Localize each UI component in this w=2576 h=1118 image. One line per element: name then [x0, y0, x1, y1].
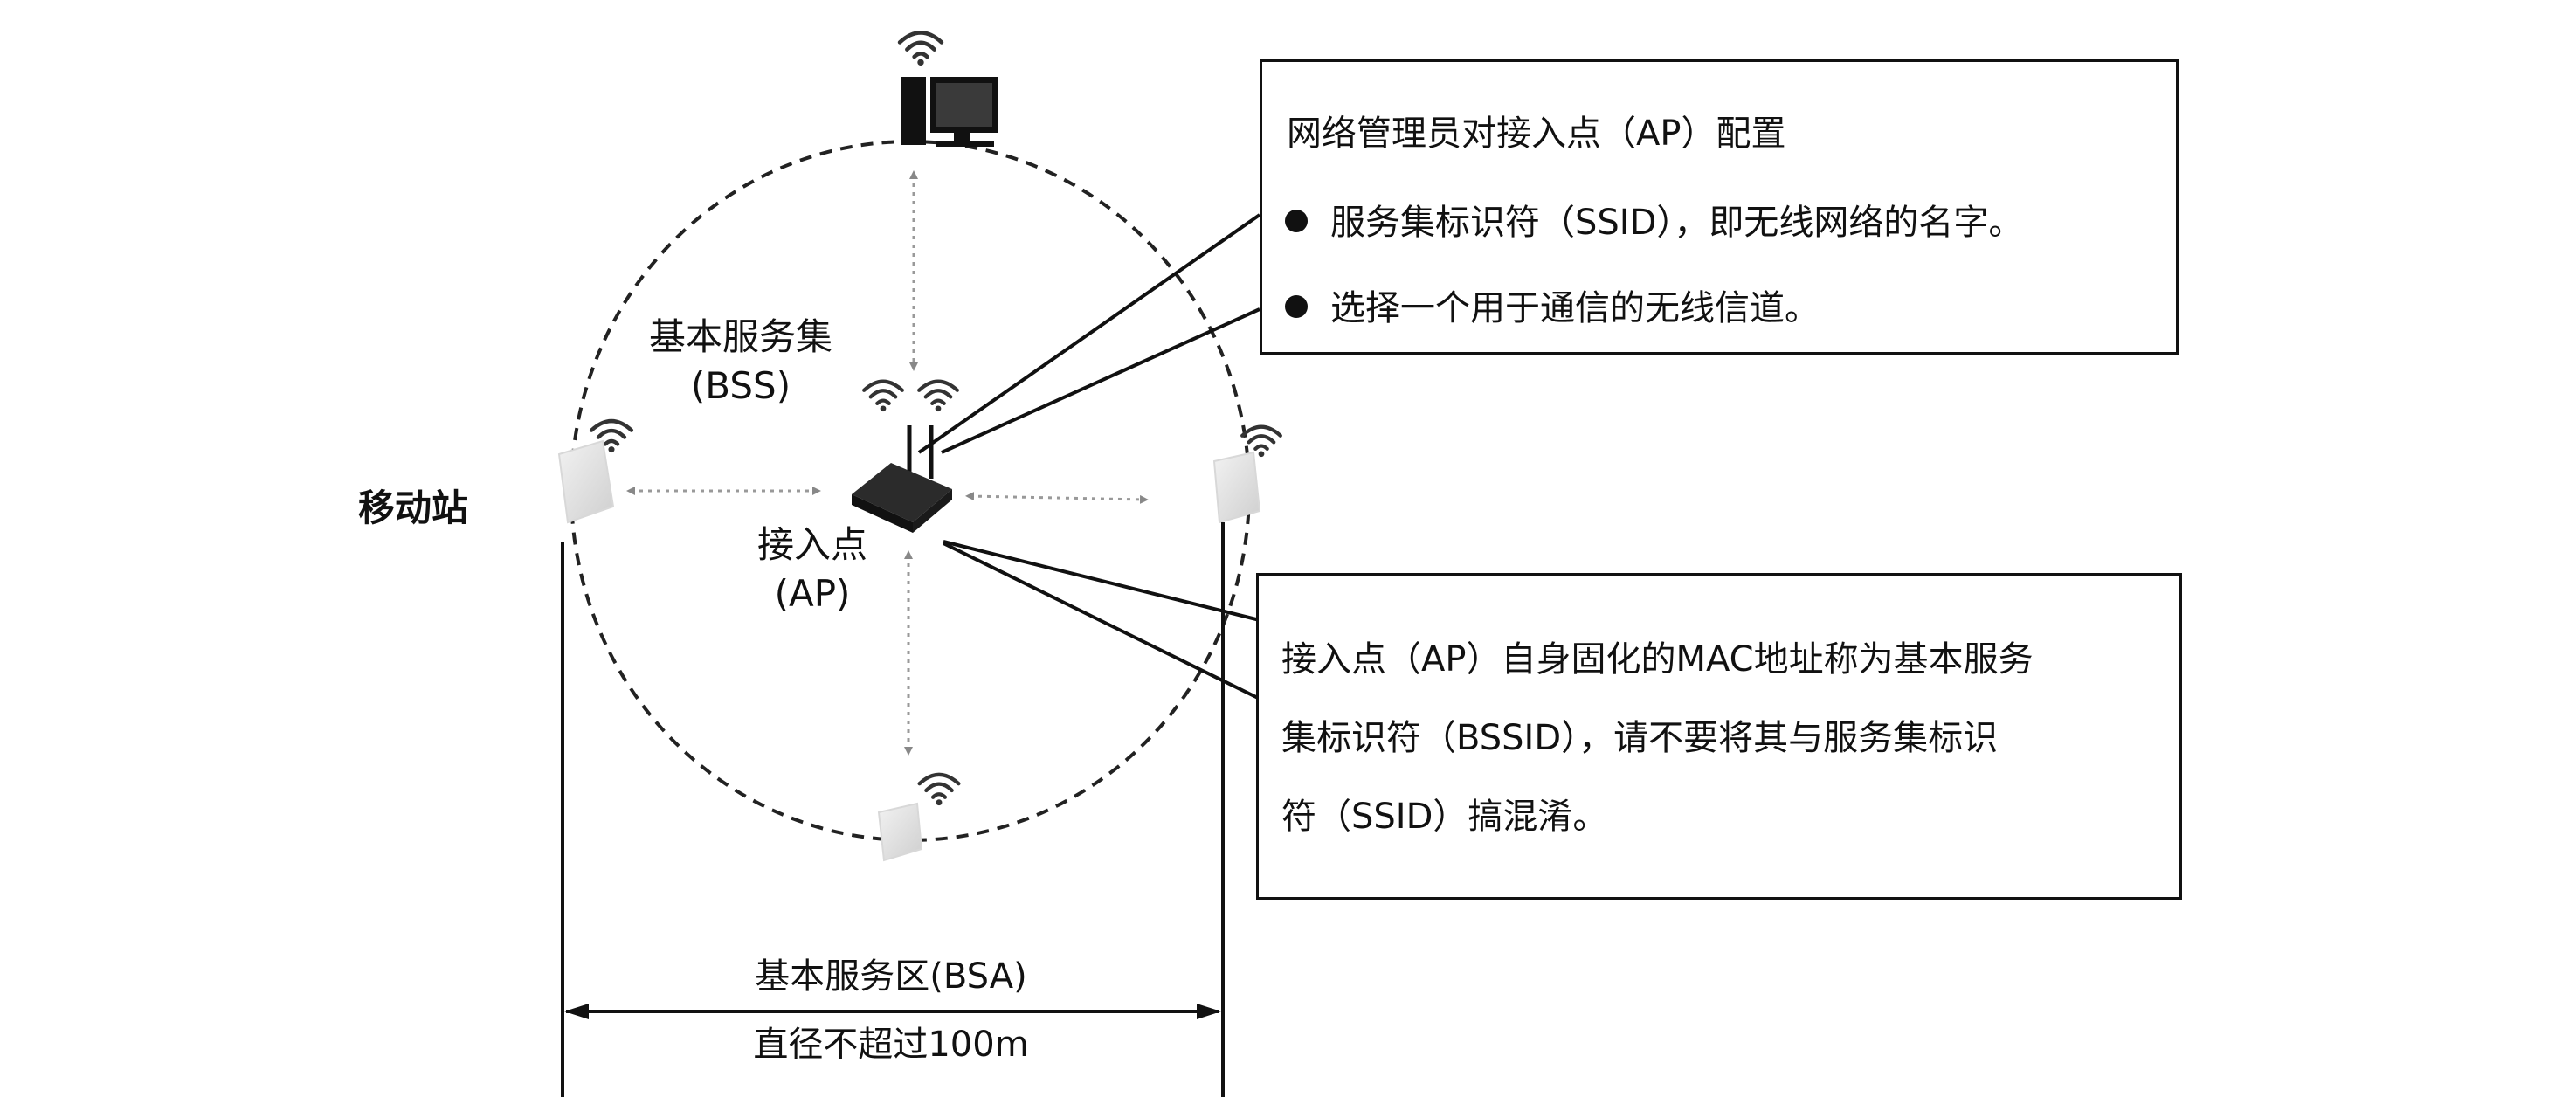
- link-right: [965, 492, 1149, 504]
- bss-title: 基本服务集: [648, 315, 832, 358]
- bssid-note-box: 接入点（AP）自身固化的MAC地址称为基本服务 集标识符（BSSID），请不要将…: [1256, 573, 2182, 900]
- config-item-channel: 选择一个用于通信的无线信道。: [1285, 291, 1820, 326]
- ap-title: 接入点: [756, 523, 867, 566]
- config-item-ssid: 服务集标识符（SSID），即无线网络的名字。: [1285, 205, 2023, 240]
- callout-lines: [917, 213, 1261, 700]
- bss-label: 基本服务集 (BSS): [636, 313, 846, 411]
- station-right-icon: [1212, 427, 1281, 524]
- bsa-diameter: 直径不超过100m: [753, 1025, 1029, 1065]
- config-heading: 网络管理员对接入点（AP）配置: [1287, 114, 1786, 154]
- router-icon: [852, 382, 957, 533]
- bullet-icon: [1285, 295, 1308, 318]
- ap-config-box: 网络管理员对接入点（AP）配置 服务集标识符（SSID），即无线网络的名字。 选…: [1260, 59, 2179, 355]
- bsa-label: 基本服务区(BSA): [681, 959, 1101, 994]
- station-left-icon: [557, 421, 632, 524]
- station-label: 移动站: [358, 487, 469, 529]
- bssid-line-1: 接入点（AP）自身固化的MAC地址称为基本服务: [1281, 639, 2034, 680]
- ap-label: 接入点 (AP): [734, 521, 891, 618]
- config-item-channel-text: 选择一个用于通信的无线信道。: [1330, 288, 1820, 328]
- ap-abbr: (AP): [774, 572, 851, 615]
- config-item-ssid-text: 服务集标识符（SSID），即无线网络的名字。: [1330, 203, 2024, 243]
- station-bottom-icon: [877, 775, 958, 862]
- bss-abbr: (BSS): [690, 364, 791, 407]
- bsa-title: 基本服务区(BSA): [755, 956, 1027, 997]
- bssid-line-2: 集标识符（BSSID），请不要将其与服务集标识: [1281, 718, 1999, 758]
- bullet-icon: [1285, 210, 1308, 232]
- computer-icon: [900, 32, 998, 147]
- bssid-line-3: 符（SSID）搞混淆。: [1281, 797, 1608, 837]
